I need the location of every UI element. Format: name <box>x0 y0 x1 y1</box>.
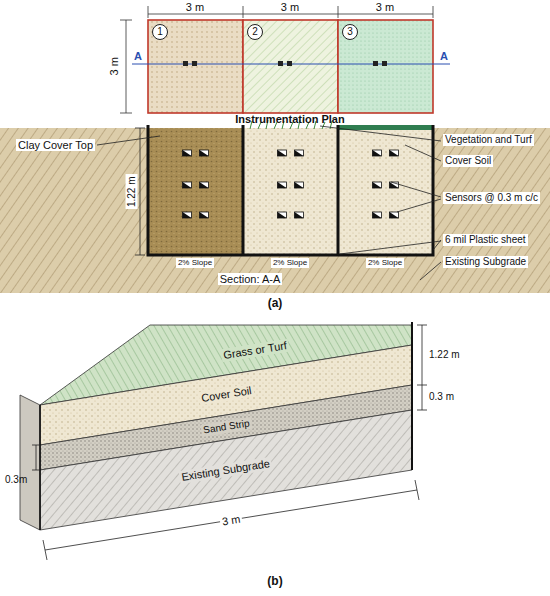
subfigure-label: (b) <box>267 575 282 589</box>
dimension: 3 m <box>376 1 394 14</box>
callout-text: Cover Soil <box>443 155 493 167</box>
slope-note: 2% Slope <box>271 258 309 267</box>
dimension: 0.3 m <box>429 391 454 403</box>
plot-number: 3 <box>347 27 353 37</box>
dimension: 1.22 m <box>125 175 137 210</box>
dimension: 3 m <box>186 1 204 14</box>
dimension: 3 m <box>281 1 299 14</box>
view-title: Instrumentation Plan <box>235 113 344 126</box>
circled-number: 1 <box>152 24 168 40</box>
slope-note: 2% Slope <box>176 258 214 267</box>
slope-note: 2% Slope <box>366 258 404 267</box>
section-marker: A <box>134 50 142 63</box>
subfigure-label: (a) <box>268 297 283 311</box>
dimension: 3 m <box>219 512 243 528</box>
dimension: 3 m <box>108 57 121 75</box>
callout-text: Vegetation and Turf <box>443 134 534 146</box>
plot-number: 1 <box>157 27 163 37</box>
circled-number: 2 <box>247 24 263 40</box>
callout-text: Clay Cover Top <box>16 139 95 152</box>
plot-number: 2 <box>252 27 258 37</box>
circled-number: 3 <box>342 24 358 40</box>
dimension: 0.3m <box>5 474 27 486</box>
callout-text: Sensors @ 0.3 m c/c <box>443 192 540 204</box>
dimension: 1.22 m <box>429 349 460 361</box>
callout-text: 6 mil Plastic sheet <box>443 234 528 246</box>
section-title: Section: A-A <box>218 273 283 286</box>
section-marker: A <box>440 50 448 63</box>
callout-text: Existing Subgrade <box>443 256 528 268</box>
